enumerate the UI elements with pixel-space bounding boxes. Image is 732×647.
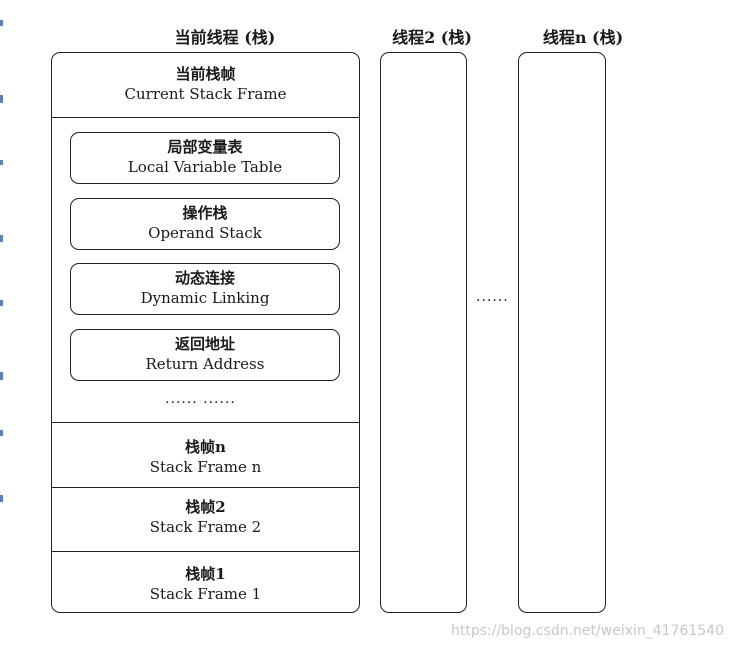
local-variable-table-en: Local Variable Table — [127, 158, 283, 176]
current-stack-frame-label: 当前栈帧 Current Stack Frame — [51, 64, 360, 104]
local-variable-table-box: 局部变量表 Local Variable Table — [70, 132, 340, 184]
stack-frame-n-label: 栈帧n Stack Frame n — [51, 437, 360, 477]
divider-frame-n — [51, 422, 360, 423]
thread2-title: 线程2 (栈) — [392, 28, 472, 47]
operand-stack-box: 操作栈 Operand Stack — [70, 198, 340, 250]
return-address-en: Return Address — [145, 355, 265, 373]
stack-frame-n-en: Stack Frame n — [149, 458, 262, 476]
dynamic-linking-cn: 动态连接 — [174, 269, 235, 287]
stack-frame-2-cn: 栈帧2 — [185, 498, 226, 516]
stack-frame-1-label: 栈帧1 Stack Frame 1 — [51, 564, 360, 604]
dynamic-linking-box: 动态连接 Dynamic Linking — [70, 263, 340, 315]
current-thread-title: 当前线程 (栈) — [174, 28, 276, 47]
thread2-stack — [380, 52, 467, 613]
return-address-box: 返回地址 Return Address — [70, 329, 340, 381]
divider-current-frame — [51, 117, 360, 118]
inner-ellipsis: ...... ...... — [165, 391, 236, 407]
threadn-title: 线程n (栈) — [542, 28, 624, 47]
threads-ellipsis: ...... — [476, 289, 509, 305]
stack-frame-2-en: Stack Frame 2 — [149, 518, 262, 536]
stack-frame-2-label: 栈帧2 Stack Frame 2 — [51, 497, 360, 537]
stack-frame-1-cn: 栈帧1 — [185, 565, 226, 583]
local-variable-table-cn: 局部变量表 — [167, 138, 243, 156]
current-stack-frame-cn: 当前栈帧 — [175, 65, 236, 83]
current-thread-stack — [51, 52, 360, 613]
stack-frame-n-cn: 栈帧n — [185, 438, 226, 456]
return-address-cn: 返回地址 — [174, 335, 235, 353]
operand-stack-cn: 操作栈 — [182, 204, 228, 222]
divider-frame-1 — [51, 551, 360, 552]
watermark: https://blog.csdn.net/weixin_41761540 — [450, 623, 724, 639]
dynamic-linking-en: Dynamic Linking — [140, 289, 270, 307]
operand-stack-en: Operand Stack — [148, 224, 262, 242]
stack-frame-1-en: Stack Frame 1 — [149, 585, 262, 603]
current-stack-frame-en: Current Stack Frame — [124, 85, 287, 103]
divider-frame-2 — [51, 487, 360, 488]
left-edge-artifact — [0, 0, 3, 647]
threadn-stack — [518, 52, 606, 613]
